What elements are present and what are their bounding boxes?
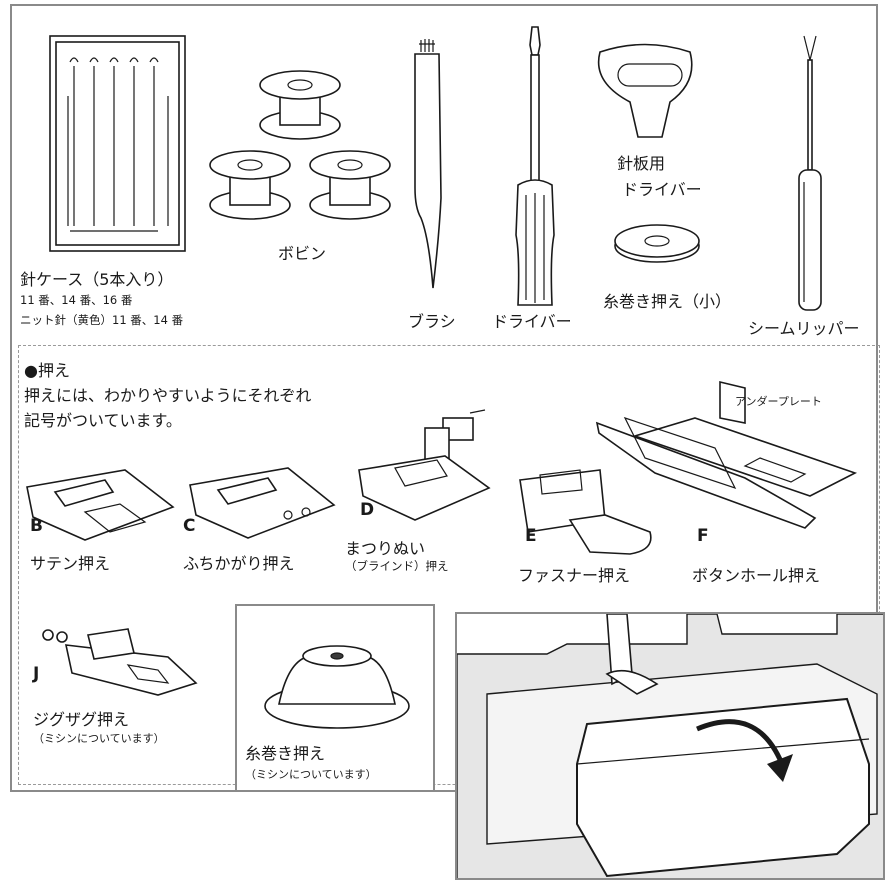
blind-stitch-foot-icon bbox=[358, 409, 491, 521]
plate-driver-label-2: ドライバー bbox=[622, 180, 702, 199]
foot-j-letter: J bbox=[33, 664, 40, 684]
brush-label: ブラシ bbox=[408, 312, 456, 331]
spool-cap-name: 糸巻き押え bbox=[245, 744, 326, 763]
overcasting-foot-icon bbox=[189, 467, 336, 539]
foot-c-name: ふちかがり押え bbox=[183, 554, 295, 573]
needle-case-icon bbox=[49, 35, 186, 252]
foot-e-name: ファスナー押え bbox=[518, 566, 631, 585]
zipper-foot-icon bbox=[519, 469, 652, 555]
foot-e-letter: E bbox=[525, 526, 537, 546]
foot-b-name: サテン押え bbox=[30, 554, 111, 573]
feet-heading: ●押え bbox=[24, 361, 70, 380]
needle-case-title: 針ケース（5本入り） bbox=[20, 270, 174, 289]
machine-illustration-box bbox=[455, 612, 885, 880]
foot-j-name: ジグザグ押え bbox=[33, 710, 130, 729]
underplate-label: アンダープレート bbox=[735, 395, 822, 408]
seam-ripper-icon bbox=[798, 35, 822, 311]
spool-cap-icon bbox=[264, 645, 410, 729]
screwdriver-icon bbox=[515, 26, 555, 306]
foot-d-note: （ブラインド）押え bbox=[345, 559, 449, 573]
brush-icon bbox=[414, 39, 442, 289]
satin-foot-icon bbox=[26, 469, 175, 541]
spool-cap-box: 糸巻き押え （ミシンについています） bbox=[235, 604, 435, 792]
buttonhole-foot-icon bbox=[595, 380, 858, 529]
bobbin-icon bbox=[209, 70, 391, 220]
feet-description-1: 押えには、わかりやすいようにそれぞれ bbox=[24, 386, 312, 405]
foot-j-note: （ミシンについています） bbox=[33, 732, 165, 745]
needle-case-sizes: 11 番、14 番、16 番 bbox=[20, 293, 133, 307]
foot-d-name: まつりぬい bbox=[345, 539, 426, 558]
small-spool-cap-label: 糸巻き押え（小） bbox=[603, 292, 732, 311]
spool-cap-note: （ミシンについています） bbox=[245, 768, 377, 781]
screwdriver-label: ドライバー bbox=[492, 312, 572, 331]
plate-driver-label-1: 針板用 bbox=[617, 154, 666, 173]
needle-plate-driver-icon bbox=[597, 43, 693, 138]
bobbin-label: ボビン bbox=[278, 244, 327, 263]
foot-f-name: ボタンホール押え bbox=[692, 566, 821, 585]
feet-description-2: 記号がついています。 bbox=[24, 411, 182, 430]
zigzag-foot-icon bbox=[42, 628, 198, 696]
sewing-machine-accessory-compartment-icon bbox=[457, 614, 883, 878]
seam-ripper-label: シームリッパー bbox=[748, 319, 860, 338]
small-spool-cap-icon bbox=[614, 224, 700, 263]
foot-b-letter: B bbox=[30, 516, 43, 536]
foot-d-letter: D bbox=[360, 500, 375, 520]
needle-case-knit: ニット針（黄色）11 番、14 番 bbox=[20, 313, 184, 327]
foot-c-letter: C bbox=[183, 516, 196, 536]
presser-feet-section bbox=[18, 345, 880, 785]
foot-f-letter: F bbox=[697, 526, 709, 546]
